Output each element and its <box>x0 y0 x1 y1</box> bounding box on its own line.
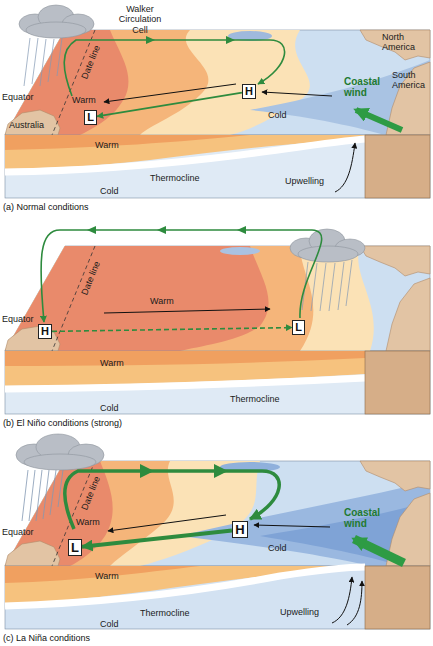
pressure-letter: H <box>245 86 253 97</box>
pressure-letter: L <box>87 112 94 123</box>
pressure-letter: L <box>71 541 79 554</box>
upwelling-label: Upwelling <box>285 176 324 186</box>
equator-label: Equator <box>2 92 34 102</box>
water-label: Warm <box>76 517 100 527</box>
layer-label: Warm <box>95 571 119 581</box>
date-line-label: Date line <box>80 475 103 512</box>
pressure-letter: H <box>41 326 49 337</box>
surface-wind-arrow <box>52 328 292 332</box>
pressure-box: H <box>242 84 256 99</box>
pressure-box: L <box>84 110 97 125</box>
layer-label: Warm <box>95 140 119 150</box>
layer-label: Cold <box>100 403 119 413</box>
thermocline-label: Thermocline <box>230 394 280 404</box>
water-label: Warm <box>150 296 174 306</box>
el-nino-panel <box>5 226 430 414</box>
pressure-letter: H <box>235 523 244 536</box>
upwelling-label: Upwelling <box>280 607 319 617</box>
pressure-box: L <box>292 320 305 335</box>
water-label: Warm <box>72 95 96 105</box>
water-label: Cold <box>268 543 287 553</box>
la-nina-panel <box>5 434 430 629</box>
continent-label: South America <box>392 70 430 91</box>
pressure-box: H <box>38 324 52 339</box>
pressure-box: L <box>68 539 82 556</box>
date-line-label: Date line <box>80 260 103 297</box>
continent-label: North America <box>382 32 428 53</box>
water-label: Cold <box>268 110 287 120</box>
panel-caption: (a) Normal conditions <box>3 202 89 212</box>
thermocline-label: Thermocline <box>140 608 190 618</box>
wind-label: Coastal wind <box>344 76 390 98</box>
panel-caption: (c) La Niña conditions <box>3 633 90 643</box>
equator-label: Equator <box>2 314 34 324</box>
circulation-label: Walker Circulation Cell <box>112 4 168 35</box>
continent-label: Australia <box>9 120 44 130</box>
surface-wind-arrow <box>82 530 232 546</box>
normal-panel <box>5 5 430 198</box>
surface-wind-arrow <box>97 93 242 117</box>
thermocline-label: Thermocline <box>150 173 200 183</box>
layer-label: Warm <box>100 358 124 368</box>
pressure-letter: L <box>295 322 302 333</box>
layer-label: Cold <box>100 186 119 196</box>
date-line-label: Date line <box>80 44 103 81</box>
equator-label: Equator <box>2 527 34 537</box>
panel-caption: (b) El Niño conditions (strong) <box>3 418 122 428</box>
pressure-box: H <box>232 521 248 538</box>
wind-label: Coastal wind <box>344 507 390 529</box>
layer-label: Cold <box>100 619 119 629</box>
